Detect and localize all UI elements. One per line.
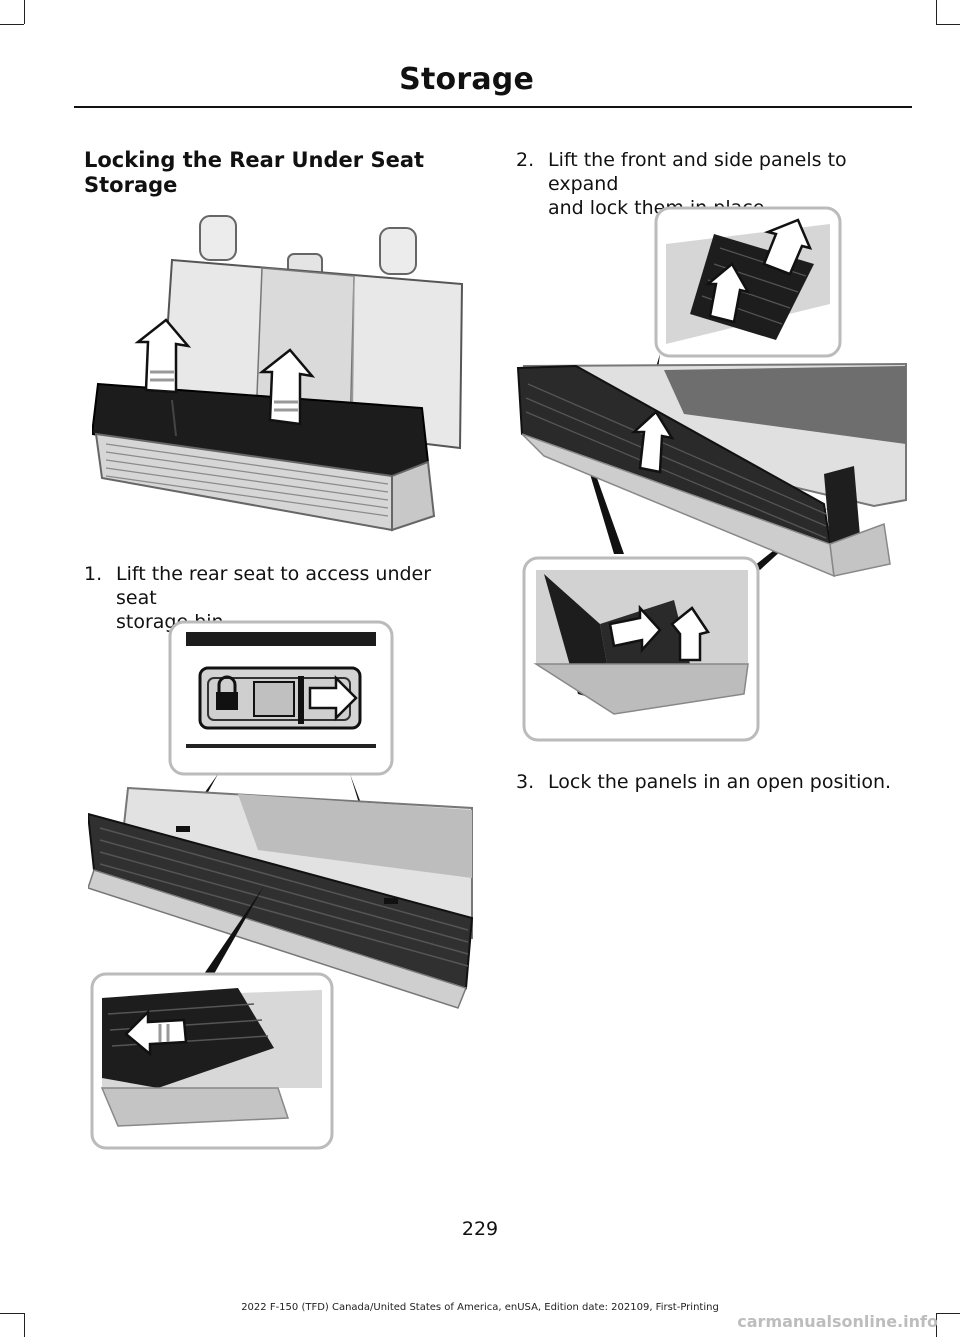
- page-number: 229: [461, 1218, 499, 1240]
- crop-mark: [936, 0, 937, 24]
- step-number: 3.: [516, 771, 535, 793]
- crop-mark: [936, 1313, 960, 1314]
- rear-seat-illustration: [92, 215, 464, 532]
- lock-icon: [216, 675, 238, 710]
- section-heading: Locking the Rear Under Seat Storage: [84, 148, 425, 197]
- crop-mark: [936, 24, 960, 25]
- crop-mark: [0, 24, 24, 25]
- step-text: Lock the panels in an open position.: [548, 771, 892, 793]
- step-number: 1.: [84, 563, 103, 585]
- step-number: 2.: [516, 149, 535, 171]
- storage-bin-lock-illustration: [88, 620, 474, 1150]
- crop-mark: [936, 1313, 937, 1337]
- footer-edition-info: 2022 F-150 (TFD) Canada/United States of…: [241, 1302, 719, 1313]
- expanded-panels-illustration: [516, 206, 907, 742]
- crop-mark: [0, 1313, 24, 1314]
- crop-mark: [24, 1313, 25, 1337]
- watermark: carmanualsonline.info: [737, 1312, 938, 1331]
- header-title: Storage: [399, 62, 534, 97]
- crop-mark: [24, 0, 25, 24]
- header-rule: [74, 106, 912, 108]
